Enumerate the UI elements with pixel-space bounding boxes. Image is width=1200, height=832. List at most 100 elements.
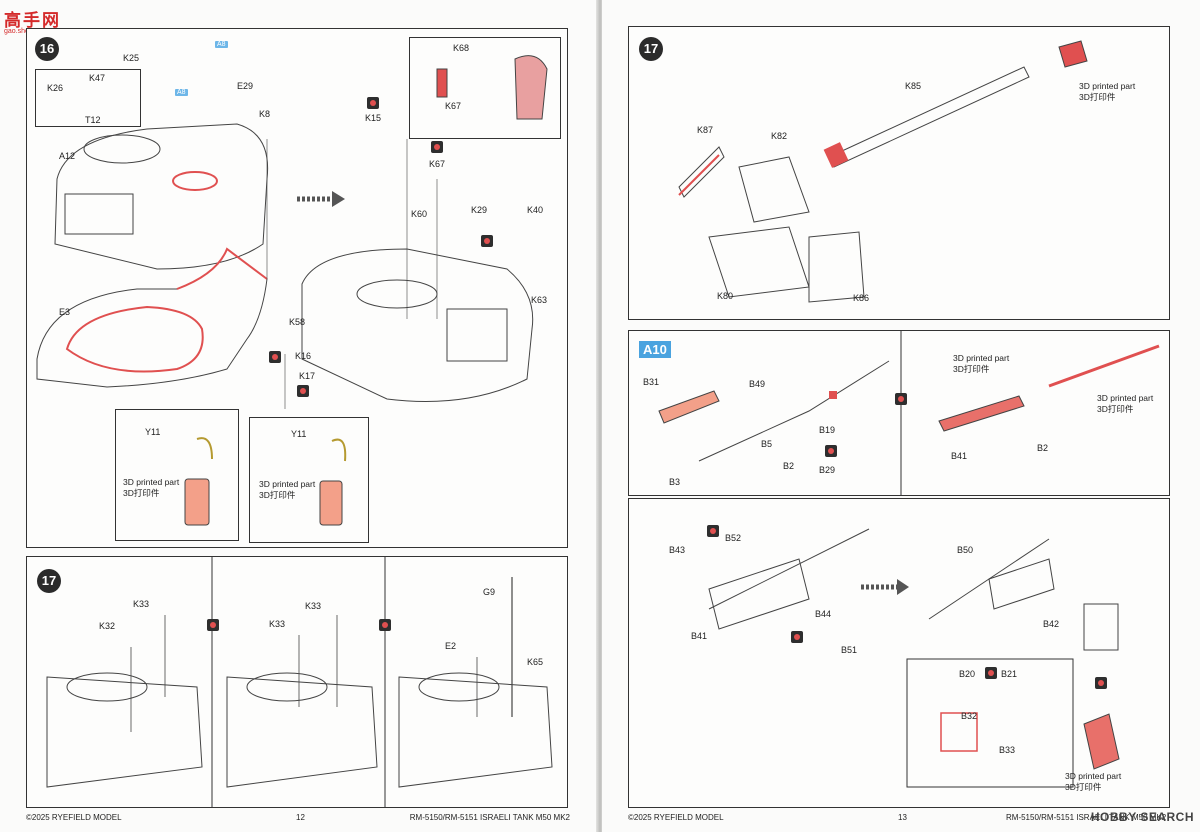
note-3d-b: 3D printed part 3D打印件 [259, 479, 315, 501]
note-3d-barrel-mg-en: 3D printed part [1097, 393, 1154, 403]
page-12: 高手网 gao.shou.com 16 [0, 0, 598, 832]
label-k29: K29 [471, 205, 488, 215]
label-g9: G9 [483, 587, 496, 597]
label-k68: K68 [453, 43, 470, 53]
label-b42: B42 [1043, 619, 1060, 629]
label-k17: K17 [299, 371, 316, 381]
label-b5: B5 [761, 439, 773, 449]
note-3d-barrel-en: 3D printed part [1079, 81, 1136, 91]
cement-icon [379, 619, 391, 631]
label-k33-b: K33 [305, 601, 322, 611]
label-y11-b: Y11 [291, 429, 307, 439]
label-k15: K15 [365, 113, 382, 123]
label-k82: K82 [771, 131, 788, 141]
label-k32: K32 [99, 621, 116, 631]
callout-y11-a [115, 409, 239, 541]
cement-icon [297, 385, 309, 397]
label-b51: B51 [841, 645, 858, 655]
note-3d-ammo-en: 3D printed part [1065, 771, 1122, 781]
note-3d-a: 3D printed part 3D打印件 [123, 477, 179, 499]
cement-icon [791, 631, 803, 643]
note-3d-b-en: 3D printed part [259, 479, 316, 489]
inset-k26-box [35, 69, 141, 127]
label-t12: T12 [85, 115, 101, 125]
cement-icon [431, 141, 443, 153]
label-k65: K65 [527, 657, 544, 667]
cement-icon [367, 97, 379, 109]
footer-copyright-right: ©2025 RYEFIELD MODEL [628, 813, 724, 822]
note-3d-ammo-cn: 3D打印件 [1065, 782, 1102, 792]
label-b50: B50 [957, 545, 974, 555]
label-k60: K60 [411, 209, 428, 219]
note-3d-barrel: 3D printed part 3D打印件 [1079, 81, 1135, 103]
label-b20: B20 [959, 669, 976, 679]
label-b19: B19 [819, 425, 836, 435]
page-13: 17 K85 K87 K82 K80 K86 3D printed part 3… [602, 0, 1200, 832]
label-b2-right: B2 [1037, 443, 1049, 453]
step17-panel-left: 17 K33 K32 K33 K33 G9 E2 [26, 556, 568, 808]
cement-icon [269, 351, 281, 363]
step16-panel: 16 [26, 28, 568, 548]
label-b3: B3 [669, 477, 681, 487]
label-b43: B43 [669, 545, 686, 555]
note-3d-a-en: 3D printed part [123, 477, 180, 487]
cement-icon [895, 393, 907, 405]
page-gutter [596, 0, 604, 832]
callout-y11-b [249, 417, 369, 543]
label-k67: K67 [429, 159, 446, 169]
mg-drawing [658, 331, 1160, 495]
mount-panel: B43 B52 B41 B44 B51 B50 B42 B20 B21 B32 … [628, 498, 1170, 808]
label-b32: B32 [961, 711, 978, 721]
note-3d-barrel-cn: 3D打印件 [1079, 92, 1116, 102]
label-b2: B2 [783, 461, 795, 471]
label-k33-a: K33 [133, 599, 150, 609]
label-k26: K26 [47, 83, 64, 93]
label-k87: K87 [697, 125, 714, 135]
label-b31: B31 [643, 377, 660, 387]
step17-number-right: 17 [639, 37, 663, 61]
label-k16: K16 [295, 351, 312, 361]
label-k33-c: K33 [269, 619, 286, 629]
note-3d-mg-en: 3D printed part [953, 353, 1010, 363]
step17-number-left: 17 [37, 569, 61, 593]
label-k40: K40 [527, 205, 544, 215]
step17-panel-right: 17 K85 K87 K82 K80 K86 3D printed part 3… [628, 26, 1170, 320]
note-3d-mg-cn: 3D打印件 [953, 364, 990, 374]
label-b41: B41 [951, 451, 968, 461]
cement-icon [207, 619, 219, 631]
label-b41-lower: B41 [691, 631, 708, 641]
cement-icon [1095, 677, 1107, 689]
cement-icon [481, 235, 493, 247]
label-k85: K85 [905, 81, 922, 91]
hobbysearch-logo: HOBBY SEARCH [1090, 810, 1194, 824]
label-k63: K63 [531, 295, 548, 305]
label-k47: K47 [89, 73, 106, 83]
step16-number: 16 [35, 37, 59, 61]
label-b49: B49 [749, 379, 766, 389]
watermark-logo: 高手网 [4, 11, 61, 30]
label-b29: B29 [819, 465, 836, 475]
mount-drawing [708, 528, 1120, 788]
label-k80: K80 [717, 291, 734, 301]
footer-product-left: RM-5150/RM-5151 ISRAELI TANK M50 MK2 [409, 813, 570, 822]
footer-product-right: RM-5150/RM-5151 ISRAELI TANK M50 MK2 [1006, 813, 1167, 822]
cement-icon [985, 667, 997, 679]
footer-copyright-left: ©2025 RYEFIELD MODEL [26, 813, 122, 822]
badge-a8-a: A8 [215, 41, 228, 48]
note-3d-b-cn: 3D打印件 [259, 490, 296, 500]
label-k86: K86 [853, 293, 870, 303]
watermark-url: gao.shou.com [4, 28, 61, 35]
footer-page-left: 12 [296, 813, 305, 822]
label-k58: K58 [289, 317, 306, 327]
y11-parts [184, 437, 347, 526]
badge-a8-b: A8 [175, 89, 188, 96]
gun-barrel-drawing [678, 40, 1088, 303]
label-y11-a: Y11 [145, 427, 161, 437]
watermark: 高手网 gao.shou.com [4, 6, 61, 35]
a10-panel: A10 B31 B49 B19 B29 B5 B2 B3 B41 B2 3D p… [628, 330, 1170, 496]
cement-icon [825, 445, 837, 457]
cement-icon [707, 525, 719, 537]
step17-turrets [46, 557, 553, 807]
note-3d-ammo: 3D printed part 3D打印件 [1065, 771, 1121, 793]
